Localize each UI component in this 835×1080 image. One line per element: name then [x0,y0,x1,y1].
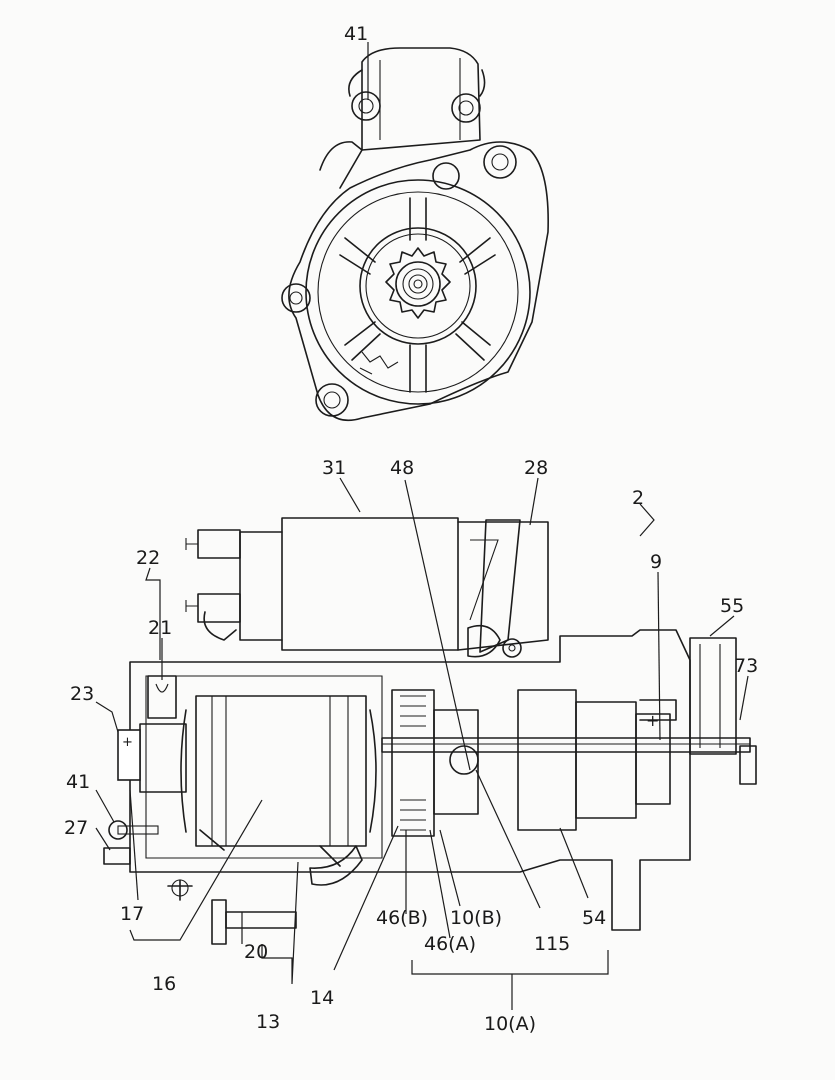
label-13: 13 [256,1011,280,1033]
label-46a: 46(A) [424,933,476,955]
label-115: 115 [534,933,570,955]
label-20: 20 [244,941,268,963]
label-31: 31 [322,457,346,479]
label-41-top: 41 [344,23,368,45]
label-41: 41 [66,771,90,793]
label-16: 16 [152,973,176,995]
label-9: 9 [650,551,662,573]
label-14: 14 [310,987,334,1009]
label-22: 22 [136,547,160,569]
part-labels: 41 31 48 28 2 9 55 73 22 21 23 41 27 17 … [64,23,758,1035]
leader-lines [95,42,749,1010]
label-27: 27 [64,817,88,839]
label-48: 48 [390,457,414,479]
label-28: 28 [524,457,548,479]
label-21: 21 [148,617,172,639]
label-46b: 46(B) [376,907,428,929]
label-55: 55 [720,595,744,617]
label-10a: 10(A) [484,1013,536,1035]
label-54: 54 [582,907,606,929]
label-17: 17 [120,903,144,925]
label-23: 23 [70,683,94,705]
svg-text:+: + [122,735,133,750]
label-73: 73 [734,655,758,677]
starter-front-view [281,47,549,422]
svg-text:+: + [646,711,659,730]
label-2: 2 [632,487,644,509]
starter-cross-section: + + [103,517,757,945]
label-10b: 10(B) [450,907,502,929]
